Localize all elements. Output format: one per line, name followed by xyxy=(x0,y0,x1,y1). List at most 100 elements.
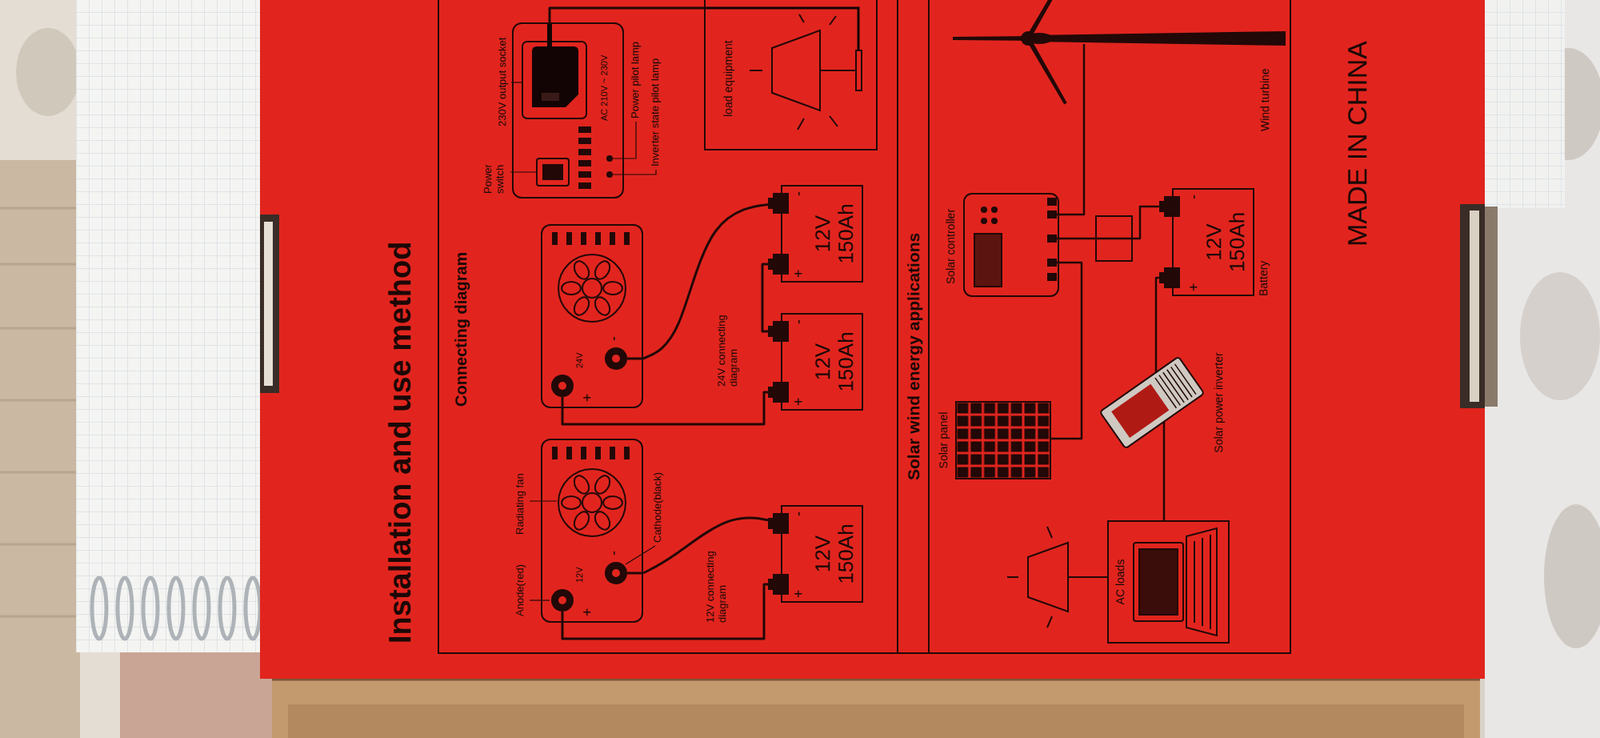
box-notch xyxy=(1460,204,1485,408)
wind-turbine-figure xyxy=(952,36,1028,41)
illustration xyxy=(260,0,1485,679)
radiating-fan xyxy=(571,508,592,532)
terminal-mark: 24V xyxy=(575,352,584,368)
lamp-icon xyxy=(1068,576,1108,578)
cooling-fin xyxy=(552,232,558,245)
terminal-lead xyxy=(561,611,564,623)
solar-controller-unit xyxy=(1056,214,1066,263)
inverter-terminal xyxy=(551,347,628,612)
power-cord xyxy=(547,22,552,47)
solar-controller-unit xyxy=(964,193,1059,296)
notebook-spiral xyxy=(117,577,132,639)
frame xyxy=(438,0,1291,653)
box-notch xyxy=(260,204,1485,408)
leader-line xyxy=(612,169,656,175)
notebook-paper xyxy=(1484,0,1565,208)
section-heading: Connecting diagram xyxy=(452,252,471,407)
terminal-lead xyxy=(561,396,564,408)
wind-turbine-figure xyxy=(1083,44,1086,135)
radiating-fan xyxy=(603,281,623,295)
diagram-caption: 24V connecting diagram xyxy=(716,306,740,387)
part-label: Anode(red) xyxy=(514,564,527,616)
polarity-mark: + xyxy=(790,588,808,598)
tablecloth xyxy=(1520,272,1600,400)
polarity-mark: - xyxy=(790,511,808,516)
terminal-highlight xyxy=(612,354,620,363)
connecting-wire xyxy=(643,203,781,359)
node-text: 12V 150Ah xyxy=(1202,192,1248,292)
terminal-mark: + xyxy=(580,392,595,402)
wind-turbine-figure xyxy=(1025,37,1068,105)
origin-mark: MADE IN CHINA xyxy=(1341,40,1373,247)
inverter-terminal xyxy=(551,374,574,397)
cooling-fin xyxy=(624,232,630,245)
frame xyxy=(928,0,930,653)
cardboard-box xyxy=(272,678,1480,738)
leader-line xyxy=(510,171,537,172)
output-socket xyxy=(532,46,579,108)
solar-panel-cells xyxy=(1050,437,1053,440)
node-text: Solar power inverter xyxy=(1212,342,1225,463)
radiating-fan xyxy=(558,468,626,536)
solar-controller-unit xyxy=(991,217,998,224)
laptop-icon xyxy=(1139,548,1178,615)
desk-lamp xyxy=(772,30,820,111)
radiating-fan xyxy=(558,254,626,322)
leader-line xyxy=(510,82,656,600)
leader-line xyxy=(612,121,636,159)
solar-controller-unit xyxy=(1047,272,1057,281)
tablecloth xyxy=(0,160,80,738)
output-socket xyxy=(541,92,560,101)
solar-inverter: Solar power inverter xyxy=(1100,342,1228,463)
polarity-mark: - xyxy=(1185,194,1203,200)
notebook-spiral xyxy=(168,577,184,639)
battery-box: 12V 150Ah xyxy=(780,504,864,603)
wind-turbine: Wind turbine xyxy=(940,14,1276,135)
vent-slot xyxy=(578,126,592,133)
solar-controller: Solar controller xyxy=(944,190,1066,303)
leader-line xyxy=(529,500,557,501)
terminal-mark: AC 210V ~ 230V xyxy=(600,55,609,121)
wind-turbine-figure xyxy=(1020,31,1036,46)
radiating-fan xyxy=(582,278,602,298)
battery: 12V 150AhBattery xyxy=(1172,188,1270,296)
notebook-spiral xyxy=(245,577,260,639)
part-label: Power switch xyxy=(482,152,507,194)
solar-controller-unit xyxy=(974,233,1002,287)
cooling-fin xyxy=(580,446,587,460)
solar-controller-unit xyxy=(1047,234,1057,243)
polarity-mark: + xyxy=(790,396,808,406)
inverter-terminal xyxy=(551,588,574,612)
load-box: load equipment xyxy=(704,0,878,151)
radiating-fan xyxy=(571,472,592,496)
notebook-paper xyxy=(76,0,268,652)
lamp-icon xyxy=(1028,542,1068,612)
solar-controller-unit xyxy=(980,217,988,224)
terminal-highlight xyxy=(558,381,567,390)
inverter-12v: +12V- xyxy=(540,438,644,623)
cooling-fin xyxy=(609,232,616,245)
wind-turbine-figure xyxy=(952,0,1286,135)
terminal-highlight xyxy=(558,596,567,604)
solar-inverter-unit xyxy=(1100,356,1204,449)
terminal-mark: 12V xyxy=(575,566,584,583)
cooling-fin xyxy=(566,446,572,460)
radiating-fan xyxy=(561,496,581,509)
ac-loads-box: AC loads xyxy=(1107,520,1230,644)
cooling-fin xyxy=(595,232,601,245)
part-label: 230V output socket xyxy=(496,37,509,127)
tablecloth xyxy=(16,28,80,116)
solar-panel-cells xyxy=(956,401,1053,479)
solar-inverter-unit xyxy=(1155,364,1196,408)
wind-turbine-figure xyxy=(1034,31,1286,46)
radiating-fan xyxy=(592,472,613,496)
part-label: Radiating fan xyxy=(514,472,527,535)
vent-slot xyxy=(578,126,592,189)
output-socket xyxy=(522,41,587,119)
node-text: AC loads xyxy=(1113,521,1127,642)
node-text: 12V 150Ah xyxy=(811,508,857,599)
pilot-lamp xyxy=(606,171,613,178)
connecting-wire xyxy=(549,8,704,23)
connecting-wire xyxy=(1052,262,1082,439)
terminal-lead xyxy=(627,572,644,575)
